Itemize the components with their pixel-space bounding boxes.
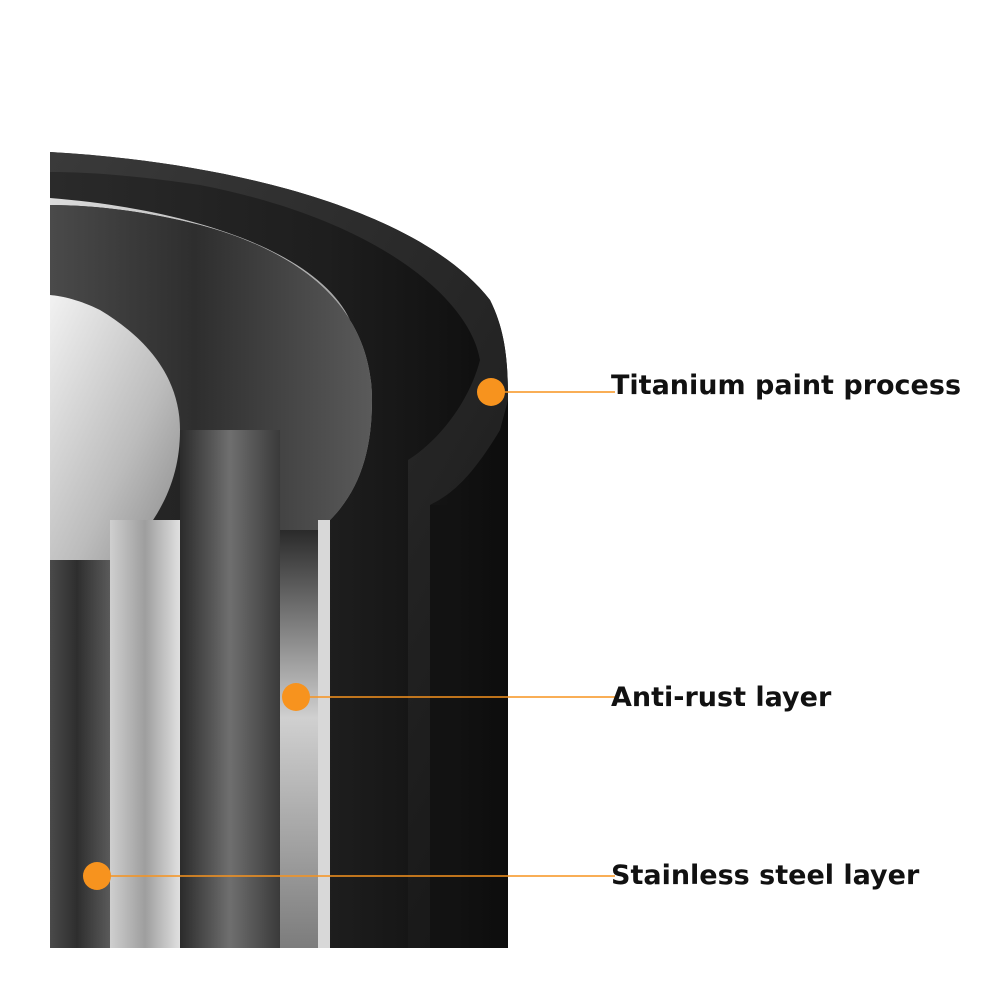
coating-inner-wall [430, 505, 460, 948]
marker-titanium [477, 378, 505, 406]
titanium-coating-rim [50, 152, 508, 948]
label-stainless-steel-layer: Stainless steel layer [611, 860, 920, 891]
label-anti-rust-layer: Anti-rust layer [611, 682, 832, 713]
stainless-steel-top-face [50, 295, 180, 560]
marker-antirust [282, 683, 310, 711]
anti-rust-strip [280, 530, 318, 948]
label-titanium-paint-process: Titanium paint process [611, 370, 962, 401]
anti-rust-strip-edge [318, 520, 330, 948]
stainless-steel-gap [180, 430, 280, 948]
stainless-steel-wall [50, 560, 110, 948]
stainless-steel-wall-light [110, 520, 180, 948]
marker-steel [83, 862, 111, 890]
